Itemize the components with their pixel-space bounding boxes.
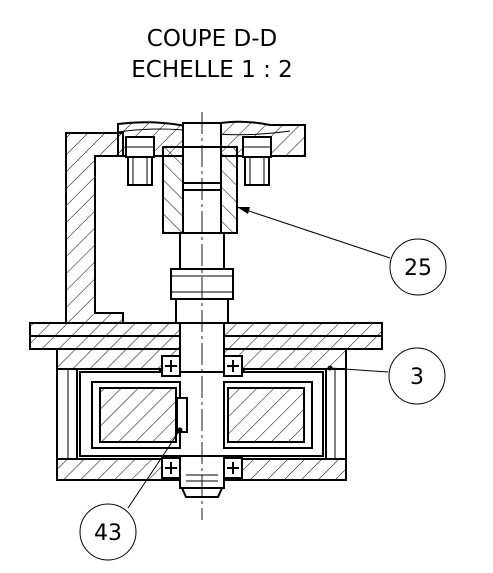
sleeve-part	[162, 146, 238, 234]
rotor-body	[91, 381, 313, 449]
leader-43	[127, 427, 183, 509]
leader-25	[236, 206, 391, 259]
middle-plate	[29, 322, 383, 350]
bearing-upper	[161, 355, 243, 377]
balloon-43-label: 43	[94, 521, 122, 546]
balloon-3: 3	[388, 347, 446, 405]
section-title: COUPE D-D	[147, 26, 277, 52]
bolt-right	[242, 136, 272, 186]
balloon-25: 25	[389, 238, 447, 296]
bearing-lower	[161, 457, 243, 479]
balloon-25-label: 25	[404, 256, 432, 281]
balloon-43: 43	[79, 503, 137, 561]
balloon-3-label: 3	[410, 365, 424, 390]
leader-3	[327, 365, 389, 373]
c-frame-bracket	[65, 132, 124, 324]
scale-label: ECHELLE 1 : 2	[131, 57, 293, 83]
bolt-left	[125, 136, 155, 186]
